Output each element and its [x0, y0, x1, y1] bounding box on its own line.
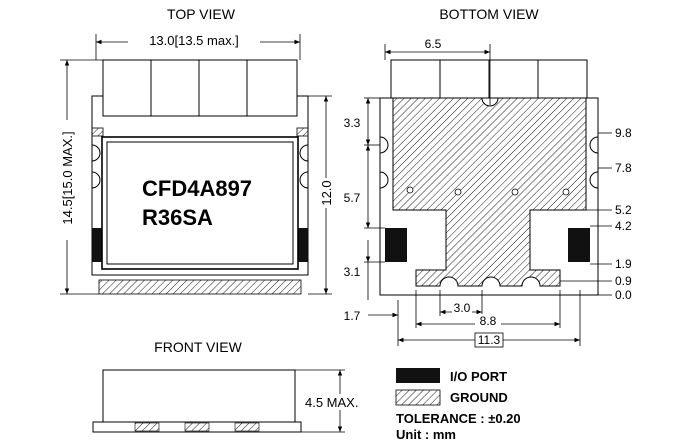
top-view: TOP VIEW 13.0[13.5 max.] CFD4A897	[58, 6, 335, 295]
io-port-right	[568, 228, 590, 262]
dim-0-9: 0.9	[615, 274, 632, 288]
dim-3-3: 3.3	[344, 116, 361, 130]
ground-swatch	[395, 389, 441, 406]
legend-ground: GROUND	[450, 390, 508, 405]
bottom-right-dimensions: 9.8 7.8 5.2 4.2 1.9 0.9 0.0	[560, 126, 632, 302]
dim-7-8: 7.8	[615, 161, 632, 175]
legend-tolerance: TOLERANCE : ±0.20	[396, 411, 521, 426]
top-inner-height-label: 12.0	[319, 180, 334, 205]
top-height-dimension: 14.5[15.0 MAX.]	[58, 59, 103, 295]
bottom-top-width-label: 6.5	[425, 37, 442, 51]
front-height-label: 4.5 MAX.	[305, 395, 358, 410]
dim-5-2: 5.2	[615, 203, 632, 217]
top-width-dimension: 13.0[13.5 max.]	[95, 33, 301, 60]
front-view: FRONT VIEW 4.5 MAX.	[92, 339, 374, 433]
bottom-top-width-dimension: 6.5	[384, 37, 491, 105]
bottom-view-title: BOTTOM VIEW	[439, 6, 539, 22]
bottom-lower-dimensions: 3.0 8.8 11.3	[397, 290, 581, 348]
dim-1-9: 1.9	[615, 257, 632, 271]
dim-0-0: 0.0	[615, 288, 632, 302]
dim-11-3: 11.3	[478, 333, 501, 347]
top-width-label: 13.0[13.5 max.]	[149, 33, 239, 48]
marking-line2: R36SA	[142, 205, 213, 230]
dim-3-1: 3.1	[344, 265, 361, 279]
marking-line1: CFD4A897	[142, 176, 252, 201]
legend-unit: Unit : mm	[396, 427, 456, 442]
dim-5-7: 5.7	[344, 191, 361, 205]
front-height-dimension: 4.5 MAX.	[295, 369, 374, 433]
io-port-left	[385, 228, 407, 262]
io-port-swatch	[396, 368, 440, 383]
dim-3-0: 3.0	[454, 301, 471, 315]
legend: I/O PORT GROUND TOLERANCE : ±0.20 Unit :…	[395, 368, 521, 442]
dim-8-8: 8.8	[480, 314, 497, 328]
legend-io-port: I/O PORT	[450, 369, 507, 384]
top-view-title: TOP VIEW	[167, 6, 236, 22]
dim-4-2: 4.2	[615, 219, 632, 233]
dim-9-8: 9.8	[615, 126, 632, 140]
bottom-view: BOTTOM VIEW 6.5	[344, 6, 632, 348]
dim-1-7: 1.7	[344, 309, 361, 323]
top-height-label: 14.5[15.0 MAX.]	[60, 131, 75, 224]
top-inner-height-dimension: 12.0	[308, 95, 335, 295]
front-view-title: FRONT VIEW	[154, 339, 242, 355]
ground-pad	[392, 97, 587, 287]
bottom-left-dimensions: 3.3 5.7 3.1 1.7	[344, 97, 399, 335]
